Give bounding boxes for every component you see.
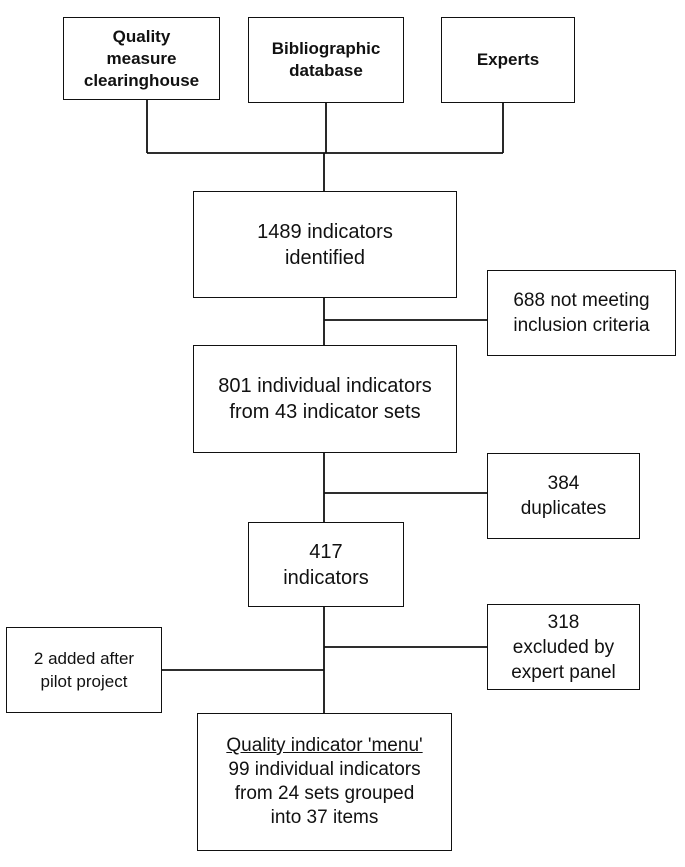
source-experts-label: Experts [476,50,540,69]
duplicates-label: 384 duplicates [520,473,607,519]
source-clearinghouse-box: Quality measure clearinghouse [63,17,220,100]
quality-menu-box: Quality indicator 'menu' 99 individual i… [197,713,452,851]
quality-menu-text: Quality indicator 'menu' 99 individual i… [226,734,422,830]
duplicates-box: 384 duplicates [487,453,640,539]
identified-box: 1489 indicators identified [193,191,457,298]
indicators-417-label: 417 indicators [283,540,369,589]
inclusion-criteria-box: 688 not meeting inclusion criteria [487,270,676,356]
source-clearinghouse-label: Quality measure clearinghouse [83,26,200,90]
individual-indicators-box: 801 individual indicators from 43 indica… [193,345,457,453]
source-database-label: Bibliographic database [271,39,381,80]
expert-panel-box: 318 excluded by expert panel [487,604,640,690]
identified-label: 1489 indicators identified [257,220,393,269]
pilot-project-label: 2 added after pilot project [33,649,135,691]
expert-panel-label: 318 excluded by expert panel [511,611,616,683]
inclusion-criteria-label: 688 not meeting inclusion criteria [513,290,650,336]
indicators-417-box: 417 indicators [248,522,404,607]
source-database-box: Bibliographic database [248,17,404,103]
quality-menu-title: Quality indicator 'menu' [226,735,423,756]
source-experts-box: Experts [441,17,575,103]
pilot-project-box: 2 added after pilot project [6,627,162,713]
quality-menu-body: 99 individual indicators from 24 sets gr… [228,759,421,828]
individual-indicators-label: 801 individual indicators from 43 indica… [218,375,432,423]
